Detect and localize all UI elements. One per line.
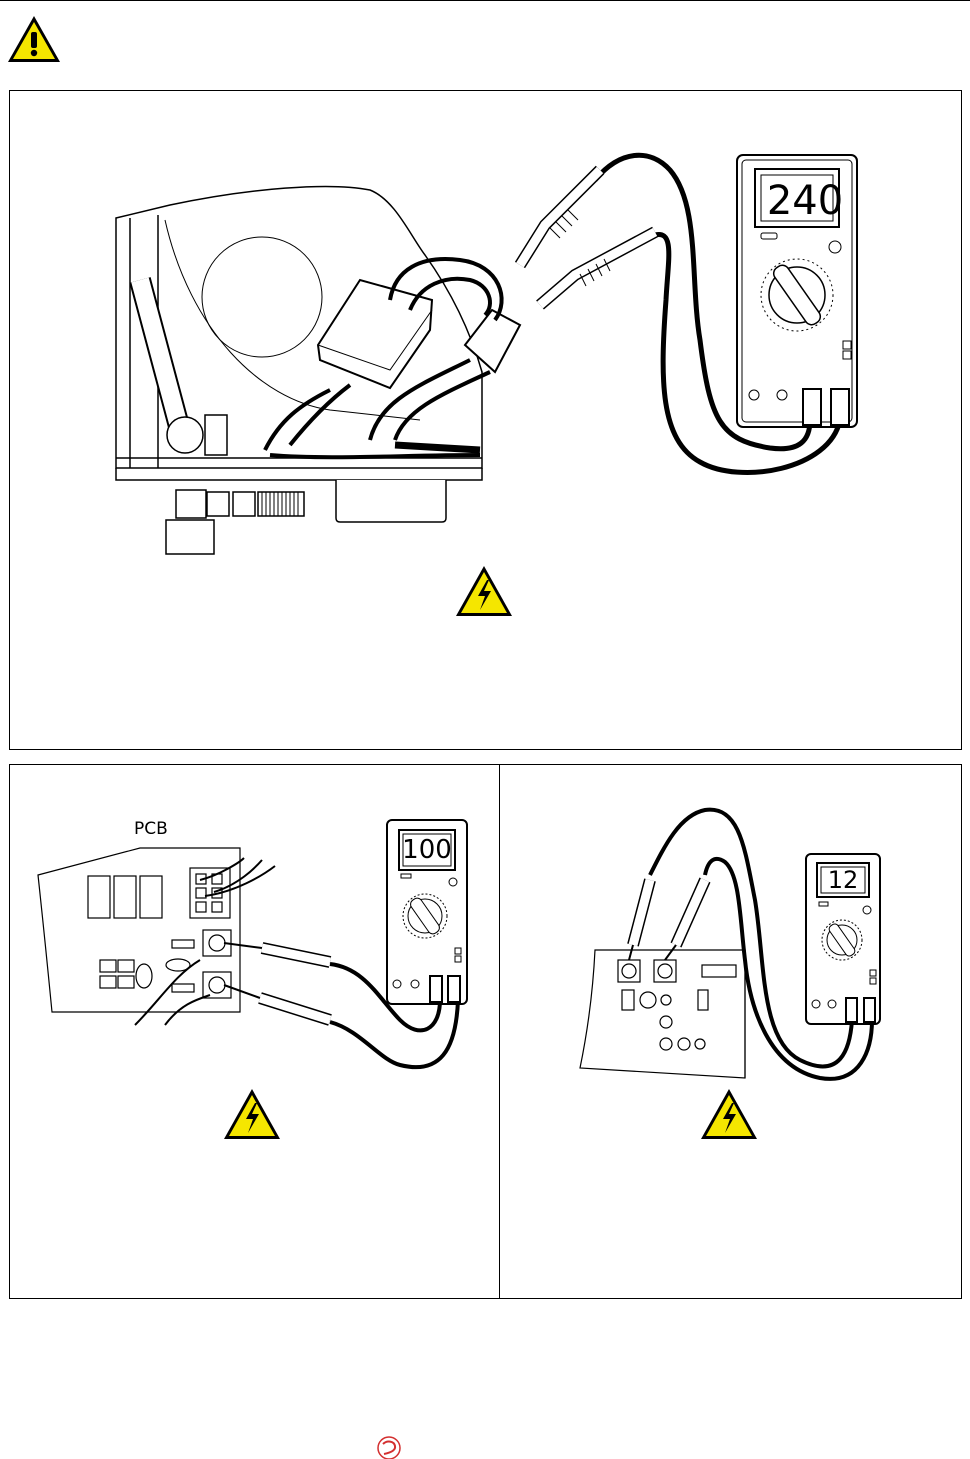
electrical-hazard-icon <box>224 1089 280 1139</box>
rheem-logo <box>378 1437 400 1459</box>
pcb-label: PCB <box>134 819 168 839</box>
pcb-board-drawing <box>38 848 240 1012</box>
meter-display-top: 240 <box>767 178 843 224</box>
appliance-drawing <box>116 186 520 554</box>
meter-display-bottom-right: 12 <box>828 866 859 894</box>
meter-display-bottom-left: 100 <box>402 835 452 865</box>
control-panel-drawing <box>580 950 745 1078</box>
electrical-hazard-icon <box>701 1089 757 1139</box>
electrical-hazard-icon <box>456 566 512 616</box>
